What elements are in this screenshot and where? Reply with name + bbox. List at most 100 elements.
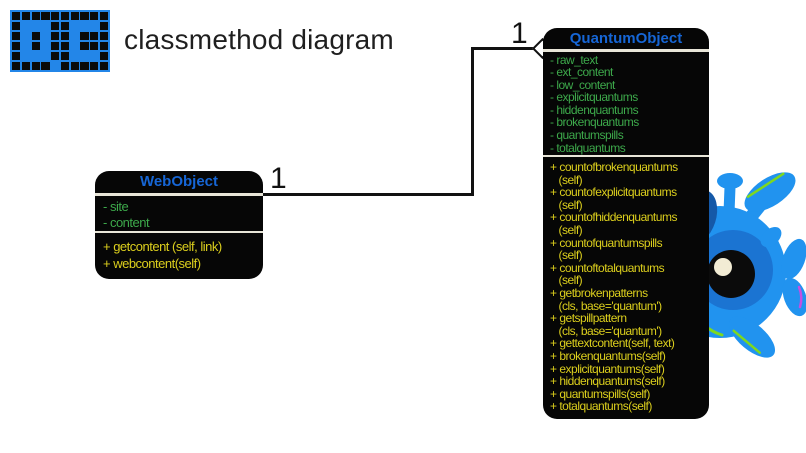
logo-pixel — [41, 41, 50, 51]
attribute-line: - raw_text — [550, 52, 598, 67]
logo-pixel — [31, 21, 40, 31]
method-line: + countoftotalquantums — [550, 260, 665, 275]
attribute-line: - hiddenquantums — [550, 102, 639, 117]
attribute-line: - explicitquantums — [550, 90, 638, 105]
logo-pixel — [90, 61, 99, 70]
logo-pixel — [31, 12, 40, 21]
logo-pixel — [70, 21, 79, 31]
logo-pixel — [12, 61, 21, 70]
virus-eye-highlight — [714, 258, 732, 276]
logo-pixel — [90, 31, 99, 41]
logo-pixel — [60, 31, 69, 41]
method-line: + gettextcontent(self, text) — [550, 336, 675, 351]
attributes-section-quantumobject: - raw_text- ext_content- low_content- ex… — [543, 52, 709, 155]
logo-pixel — [12, 51, 21, 61]
method-line: + explicitquantums(self) — [550, 361, 665, 376]
method-line: + totalquantums(self) — [550, 399, 652, 414]
logo-pixel — [31, 31, 40, 41]
multiplicity-label-quantumobject: 1 — [511, 17, 528, 50]
virus-cap-top-small — [717, 173, 743, 189]
method-line: + getspillpattern — [550, 311, 627, 326]
logo-pixel — [12, 41, 21, 51]
logo-pixel — [51, 41, 60, 51]
attribute-line: - brokenquantums — [550, 115, 639, 130]
logo-pixel — [21, 12, 30, 21]
logo-pixel — [12, 21, 21, 31]
logo-pixel — [90, 21, 99, 31]
attribute-line: - quantumspills — [550, 128, 624, 143]
logo-pixel — [51, 12, 60, 21]
virus-streak-purple — [797, 285, 803, 309]
connector-horizontal-left — [263, 193, 474, 196]
method-line: + hiddenquantums(self) — [550, 374, 665, 389]
virus-cap-top-right — [744, 172, 796, 212]
logo-pixel — [31, 51, 40, 61]
attribute-line: - site — [103, 198, 129, 214]
logo-pixel — [90, 41, 99, 51]
logo-pixel — [60, 41, 69, 51]
method-line: (cls, base='quantum') — [550, 298, 663, 313]
logo-pixel — [21, 61, 30, 70]
logo-pixel — [41, 51, 50, 61]
logo-pixel — [21, 31, 30, 41]
logo-pixel — [99, 61, 108, 70]
virus-eye — [707, 250, 755, 298]
method-line: + countofquantumspills — [550, 235, 663, 250]
logo-pixel — [70, 51, 79, 61]
attribute-line: - content — [103, 215, 150, 230]
attributes-section-webobject: - site- content — [95, 196, 263, 231]
logo-pixel — [99, 41, 108, 51]
method-line: (self) — [550, 197, 583, 212]
logo-pixel — [70, 31, 79, 41]
logo-pixel — [41, 21, 50, 31]
class-title-quantumobject: QuantumObject — [569, 30, 683, 47]
virus-bump-right — [760, 227, 782, 247]
logo-pixel — [21, 21, 30, 31]
logo-pixel — [70, 61, 79, 70]
virus-cap-bottom — [728, 316, 776, 358]
class-box-quantumobject: QuantumObject - raw_text- ext_content- l… — [543, 28, 709, 419]
class-title-webobject: WebObject — [139, 173, 219, 190]
method-line: (cls, base='quantum') — [550, 323, 663, 338]
logo-pixel — [99, 31, 108, 41]
logo-pixel — [70, 41, 79, 51]
logo-pixel — [12, 31, 21, 41]
logo-pixel — [60, 21, 69, 31]
logo-pixel — [51, 51, 60, 61]
method-line: + brokenquantums(self) — [550, 348, 666, 363]
logo-pixel — [41, 61, 50, 70]
method-line: (self) — [550, 222, 583, 237]
method-line: (self) — [550, 273, 583, 288]
connector-horizontal-top — [471, 47, 539, 50]
logo-pixel — [60, 61, 69, 70]
logo-pixel — [51, 61, 60, 70]
logo-pixel — [60, 51, 69, 61]
logo-pixel — [31, 61, 40, 70]
attribute-line: - totalquantums — [550, 140, 626, 155]
method-line: + webcontent(self) — [103, 256, 201, 271]
method-line: (self) — [550, 248, 583, 263]
logo-pixel — [41, 31, 50, 41]
logo-pixel — [80, 12, 89, 21]
logo-pixel — [51, 31, 60, 41]
logo-pixel — [80, 61, 89, 70]
logo-pixel — [99, 21, 108, 31]
separator-line — [95, 230, 263, 233]
logo-pixel — [21, 51, 30, 61]
method-line: + countofexplicitquantums — [550, 185, 677, 200]
connector-vertical — [471, 47, 474, 195]
logo-pixel — [90, 51, 99, 61]
method-line: + getcontent (self, link) — [103, 239, 222, 254]
logo-pixel — [99, 12, 108, 21]
page-title: classmethod diagram — [124, 24, 394, 55]
multiplicity-label-webobject: 1 — [270, 162, 287, 195]
logo-pixel — [41, 12, 50, 21]
logo-pixel — [21, 41, 30, 51]
method-line: + quantumspills(self) — [550, 386, 650, 401]
logo-pixel — [99, 51, 108, 61]
logo-pixel — [70, 12, 79, 21]
attribute-line: - low_content — [550, 77, 615, 92]
method-line: + getbrokenpatterns — [550, 285, 648, 300]
logo-pixel — [12, 12, 21, 21]
attribute-line: - ext_content — [550, 65, 613, 80]
